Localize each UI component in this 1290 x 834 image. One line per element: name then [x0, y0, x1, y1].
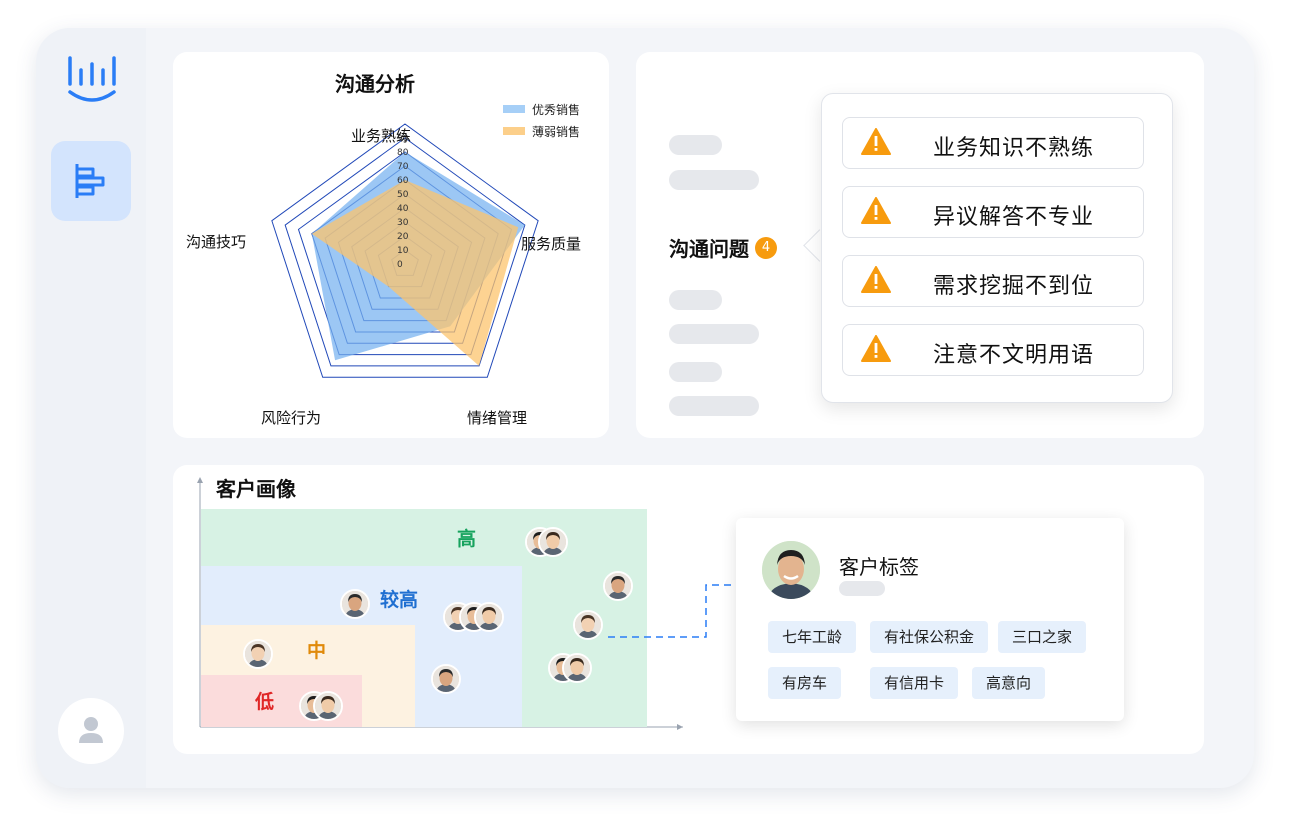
portrait-title: 客户画像 — [216, 477, 296, 501]
skeleton-line — [839, 581, 885, 596]
issues-card: 沟通问题 4 业务知识不熟练 异议解答不专业 需求挖掘不到位 注意不文明用语 — [636, 52, 1204, 438]
radar-legend: 优秀销售 薄弱销售 — [503, 98, 580, 142]
customer-tag-title: 客户标签 — [839, 555, 919, 579]
warning-icon — [861, 128, 891, 155]
skeleton-line — [669, 396, 759, 416]
issue-item[interactable]: 异议解答不专业 — [842, 186, 1144, 238]
radar-tick-label: 30 — [397, 218, 409, 228]
customer-face-avatar[interactable] — [340, 589, 370, 619]
bar-chart-icon — [75, 164, 105, 198]
chart-bars-smile-icon[interactable] — [66, 54, 118, 104]
radar-title: 沟通分析 — [335, 72, 415, 96]
customer-face-avatar[interactable] — [474, 602, 504, 632]
customer-face-avatar[interactable] — [243, 639, 273, 669]
zone-label-higher: 较高 — [380, 589, 419, 611]
issues-title: 沟通问题 — [669, 237, 749, 261]
zone-label-high: 高 — [457, 528, 477, 550]
issue-label: 注意不文明用语 — [933, 343, 1095, 368]
radar-outer-frame — [271, 123, 539, 378]
issues-popup: 业务知识不熟练 异议解答不专业 需求挖掘不到位 注意不文明用语 — [821, 93, 1173, 403]
radar-tick-label: 0 — [397, 260, 403, 270]
radar-series-1 — [311, 180, 519, 366]
portrait-axes — [197, 477, 683, 730]
customer-face-avatar[interactable] — [313, 691, 343, 721]
radar-chart: 0 10 20 30 40 50 60 70 80 90 — [271, 123, 539, 378]
radar-tick-label: 50 — [397, 190, 409, 200]
axis-label-1: 服务质量 — [521, 235, 582, 253]
customer-face-avatar[interactable] — [538, 527, 568, 557]
axis-label-4: 沟通技巧 — [186, 233, 247, 251]
warning-icon — [861, 335, 891, 362]
warning-icon — [861, 266, 891, 293]
portrait-card: 客户画像 高 较高 中 低 — [173, 465, 1204, 754]
customer-tag[interactable]: 有房车 — [768, 667, 842, 699]
axis-label-3: 风险行为 — [261, 409, 322, 427]
skeleton-line — [669, 362, 722, 382]
zone-label-medium: 中 — [307, 640, 327, 662]
customer-avatar — [762, 541, 820, 599]
issue-label: 异议解答不专业 — [933, 205, 1095, 230]
user-icon — [79, 717, 103, 743]
radar-tick-label: 10 — [397, 246, 409, 256]
axis-label-0: 业务熟练 — [351, 127, 412, 145]
skeleton-line — [669, 324, 759, 344]
customer-tag[interactable]: 三口之家 — [998, 621, 1087, 653]
skeleton-line — [669, 135, 722, 155]
issue-label: 需求挖掘不到位 — [933, 274, 1095, 299]
user-avatar[interactable] — [58, 698, 124, 764]
radar-tick-label: 40 — [397, 204, 409, 214]
customer-face-avatar[interactable] — [431, 664, 461, 694]
customer-tag-card: 客户标签 七年工龄 有社保公积金 三口之家 有房车 有信用卡 高意向 — [736, 518, 1124, 721]
customer-tag[interactable]: 有信用卡 — [870, 667, 959, 699]
customer-tag[interactable]: 有社保公积金 — [870, 621, 989, 653]
warning-icon — [861, 197, 891, 224]
issue-item[interactable]: 需求挖掘不到位 — [842, 255, 1144, 307]
sidebar — [36, 28, 146, 788]
axis-label-2: 情绪管理 — [467, 409, 528, 427]
customer-tag[interactable]: 七年工龄 — [768, 621, 857, 653]
radar-grid-ring — [284, 137, 526, 367]
radar-tick-label: 70 — [397, 162, 409, 172]
skeleton-line — [669, 290, 722, 310]
issues-heading[interactable]: 沟通问题 4 — [669, 233, 777, 262]
radar-tick-label: 60 — [397, 176, 409, 186]
radar-tick-label: 80 — [397, 148, 409, 158]
customer-face-avatar[interactable] — [562, 653, 592, 683]
legend-item-weak: 薄弱销售 — [503, 120, 580, 142]
issue-label: 业务知识不熟练 — [933, 136, 1095, 161]
legend-item-excellent: 优秀销售 — [503, 98, 580, 120]
issue-item[interactable]: 注意不文明用语 — [842, 324, 1144, 376]
zone-label-low: 低 — [255, 691, 275, 713]
radar-tick-label: 90 — [397, 134, 409, 144]
issue-item[interactable]: 业务知识不熟练 — [842, 117, 1144, 169]
customer-tag[interactable]: 高意向 — [972, 667, 1046, 699]
customer-face-avatar[interactable] — [603, 571, 633, 601]
nav-analysis[interactable] — [51, 141, 131, 221]
radar-tick-label: 20 — [397, 232, 409, 242]
skeleton-line — [669, 170, 759, 190]
issues-count-badge: 4 — [755, 236, 777, 259]
customer-face-avatar[interactable] — [573, 610, 603, 640]
